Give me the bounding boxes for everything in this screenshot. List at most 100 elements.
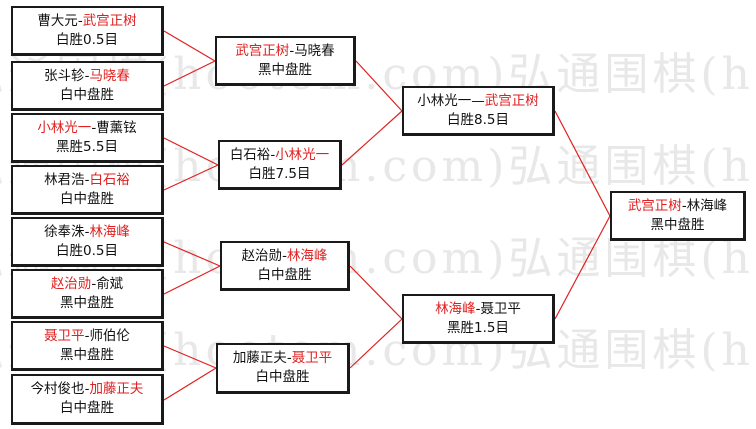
match-box-round1-4: 林君浩-白石裕白中盘胜 [11,165,164,215]
player-white: 曹薰铉 [96,119,137,136]
player-separator: - [77,12,83,29]
connector-line [349,318,403,369]
match-box-round2-4: 加藤正夫-聂卫平白中盘胜 [216,343,350,394]
match-box-final-1: 武宫正树-林海峰黑中盘胜 [610,191,746,241]
match-players: 小林光一-曹薰铉 [37,119,136,138]
match-box-round2-2: 白石裕-小林光一白胜7.5目 [218,140,342,190]
match-box-round1-5: 徐奉洙-林海峰白胜0.5目 [11,217,164,267]
player-white: 武宫正树 [82,12,137,29]
match-players: 加藤正夫-聂卫平 [233,349,332,368]
match-box-round1-6: 赵治勋-俞斌黑中盘胜 [11,269,164,319]
match-result: 白中盘胜 [257,266,312,283]
player-black: 林君浩 [44,171,85,188]
connector-line [163,345,217,369]
player-separator: - [84,381,90,397]
player-separator: - [681,197,687,214]
match-players: 今村俊也-加藤正夫 [31,380,144,399]
player-separator: - [91,119,97,136]
match-players: 曹大元-武宫正树 [37,12,136,31]
match-box-round1-3: 小林光一-曹薰铉黑胜5.5目 [11,113,164,163]
player-white: 小林光一 [275,146,330,163]
match-result: 白胜0.5目 [56,31,118,48]
player-separator: - [84,171,90,188]
player-black: 赵治勋 [50,275,92,292]
player-white: 马晓春 [89,67,130,84]
match-players: 武宫正树-林海峰 [628,197,727,216]
match-box-round1-1: 曹大元-武宫正树白胜0.5目 [11,6,164,56]
match-players: 小林光一—武宫正树 [417,92,539,111]
player-black: 加藤正夫 [232,350,287,366]
player-black: 武宫正树 [627,197,682,214]
player-separator: - [475,300,481,317]
player-black: 武宫正树 [235,42,290,59]
match-box-semis-1: 小林光一—武宫正树白胜8.5目 [402,86,555,136]
connector-line [355,60,403,112]
player-white: 加藤正夫 [89,381,144,397]
player-separator: - [84,223,90,240]
player-white: 聂卫平 [480,300,521,317]
player-black: 曹大元 [37,12,78,29]
player-separator: — [471,92,485,109]
player-black: 徐奉洙 [44,223,85,240]
player-black: 张斗轸 [44,67,85,84]
match-box-round2-1: 武宫正树-马晓春黑中盘胜 [215,36,356,86]
match-box-semis-2: 林海峰-聂卫平黑胜1.5目 [402,294,555,344]
player-black: 林海峰 [435,300,476,317]
player-white: 俞斌 [96,275,124,292]
connector-line [163,60,216,87]
connector-line [163,367,217,401]
player-black: 小林光一 [37,119,92,136]
match-players: 武宫正树-马晓春 [235,42,334,61]
connector-line [341,110,403,166]
match-result: 白中盘胜 [60,400,114,416]
player-separator: - [282,247,287,264]
match-players: 徐奉洙-林海峰 [44,223,130,242]
player-separator: - [84,67,90,84]
match-result: 白中盘胜 [60,190,114,207]
player-white: 马晓春 [294,42,335,59]
match-players: 林君浩-白石裕 [44,171,130,190]
match-box-round2-3: 赵治勋-林海峰白中盘胜 [220,241,350,291]
match-players: 林海峰-聂卫平 [435,300,521,319]
player-separator: - [270,146,276,163]
match-result: 黑中盘胜 [60,346,114,363]
match-result: 白胜7.5目 [248,165,311,182]
match-players: 白石裕-小林光一 [230,146,329,165]
match-result: 黑中盘胜 [60,294,114,311]
player-white: 白石裕 [89,171,130,188]
match-players: 张斗轸-马晓春 [44,67,130,86]
player-separator: - [286,350,292,366]
match-result: 黑胜1.5目 [447,319,509,336]
player-white: 林海峰 [89,223,130,240]
match-result: 白中盘胜 [255,369,310,385]
player-separator: - [91,275,97,292]
connector-line [554,215,611,320]
player-white: 师伯伦 [89,327,130,344]
player-white: 聂卫平 [291,350,333,366]
player-black: 聂卫平 [44,327,85,344]
connector-line [163,30,216,62]
player-black: 赵治勋 [241,247,283,264]
match-result: 白胜0.5目 [56,242,118,259]
player-separator: - [84,327,90,344]
match-result: 黑中盘胜 [258,61,312,78]
match-box-round1-2: 张斗轸-马晓春白中盘胜 [11,61,164,111]
match-box-round1-8: 今村俊也-加藤正夫白中盘胜 [11,374,164,425]
player-black: 今村俊也 [30,381,85,397]
player-white: 林海峰 [286,247,328,264]
match-players: 聂卫平-师伯伦 [44,327,130,346]
connector-line [163,164,219,191]
player-white: 武宫正树 [484,92,539,109]
connector-line [554,110,611,217]
player-separator: - [289,42,295,59]
match-result: 黑胜5.5目 [56,138,118,155]
match-result: 白胜8.5目 [447,111,509,128]
player-black: 白石裕 [229,146,271,163]
match-result: 黑中盘胜 [650,216,705,233]
match-players: 赵治勋-林海峰 [242,247,328,266]
connector-line [163,241,221,267]
connector-line [163,137,219,166]
match-players: 赵治勋-俞斌 [51,275,123,294]
